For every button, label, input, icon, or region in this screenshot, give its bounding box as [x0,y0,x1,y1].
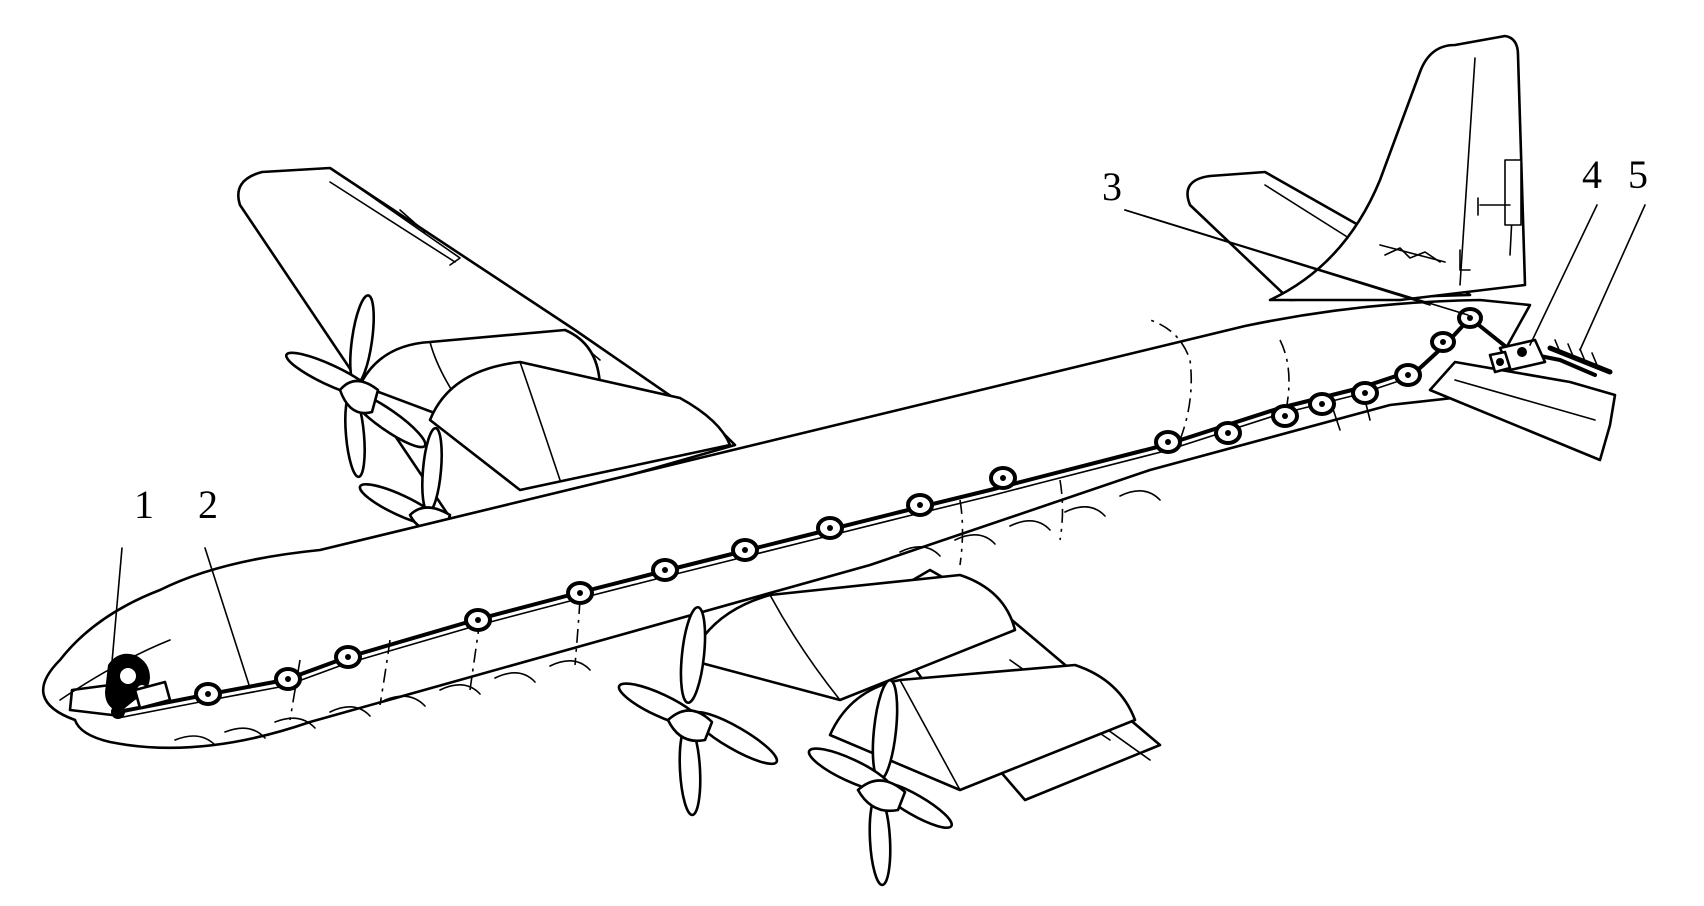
near-nacelle-inner [688,573,1017,702]
near-nacelle-outer [828,663,1137,792]
pulley [1271,404,1299,428]
pulley [651,558,679,582]
pulley [1308,392,1336,416]
pulley [1214,421,1242,445]
near-propeller-inner [617,605,779,817]
callout-5: 5 [1628,152,1648,197]
leader-1 [111,547,123,663]
callout-3: 3 [1102,164,1122,209]
leader-2 [204,547,251,689]
leader-3b [1124,209,1469,316]
pulley [1394,363,1422,387]
callout-labels: 1 2 3 4 5 [134,152,1648,527]
callout-4: 4 [1582,152,1602,197]
pulley [816,516,844,540]
pulley [906,493,934,517]
pulley [566,581,594,605]
callout-2: 2 [198,482,218,527]
callout-1: 1 [134,482,154,527]
near-propeller-outer [807,678,954,887]
pulley [194,682,222,706]
pulley [334,645,362,669]
leader-4 [1529,204,1598,346]
pulley [989,466,1017,490]
pulley [731,538,759,562]
pulley [1430,331,1456,353]
pulley [274,667,302,691]
cable-pulleys [194,307,1483,706]
far-propeller-outer [284,294,427,479]
near-horizontal-stabilizer [1428,360,1617,462]
vertical-fin [1268,34,1527,302]
leader-5 [1579,204,1646,351]
pulley [1457,307,1483,329]
cockpit-control-mechanism [105,653,172,719]
pulley [464,608,492,632]
tail-control-mechanism [1488,338,1613,375]
callout-leaders [111,204,1646,689]
pulley [1351,381,1379,405]
far-nacelle-inner [428,360,732,492]
pulley [1154,430,1182,454]
